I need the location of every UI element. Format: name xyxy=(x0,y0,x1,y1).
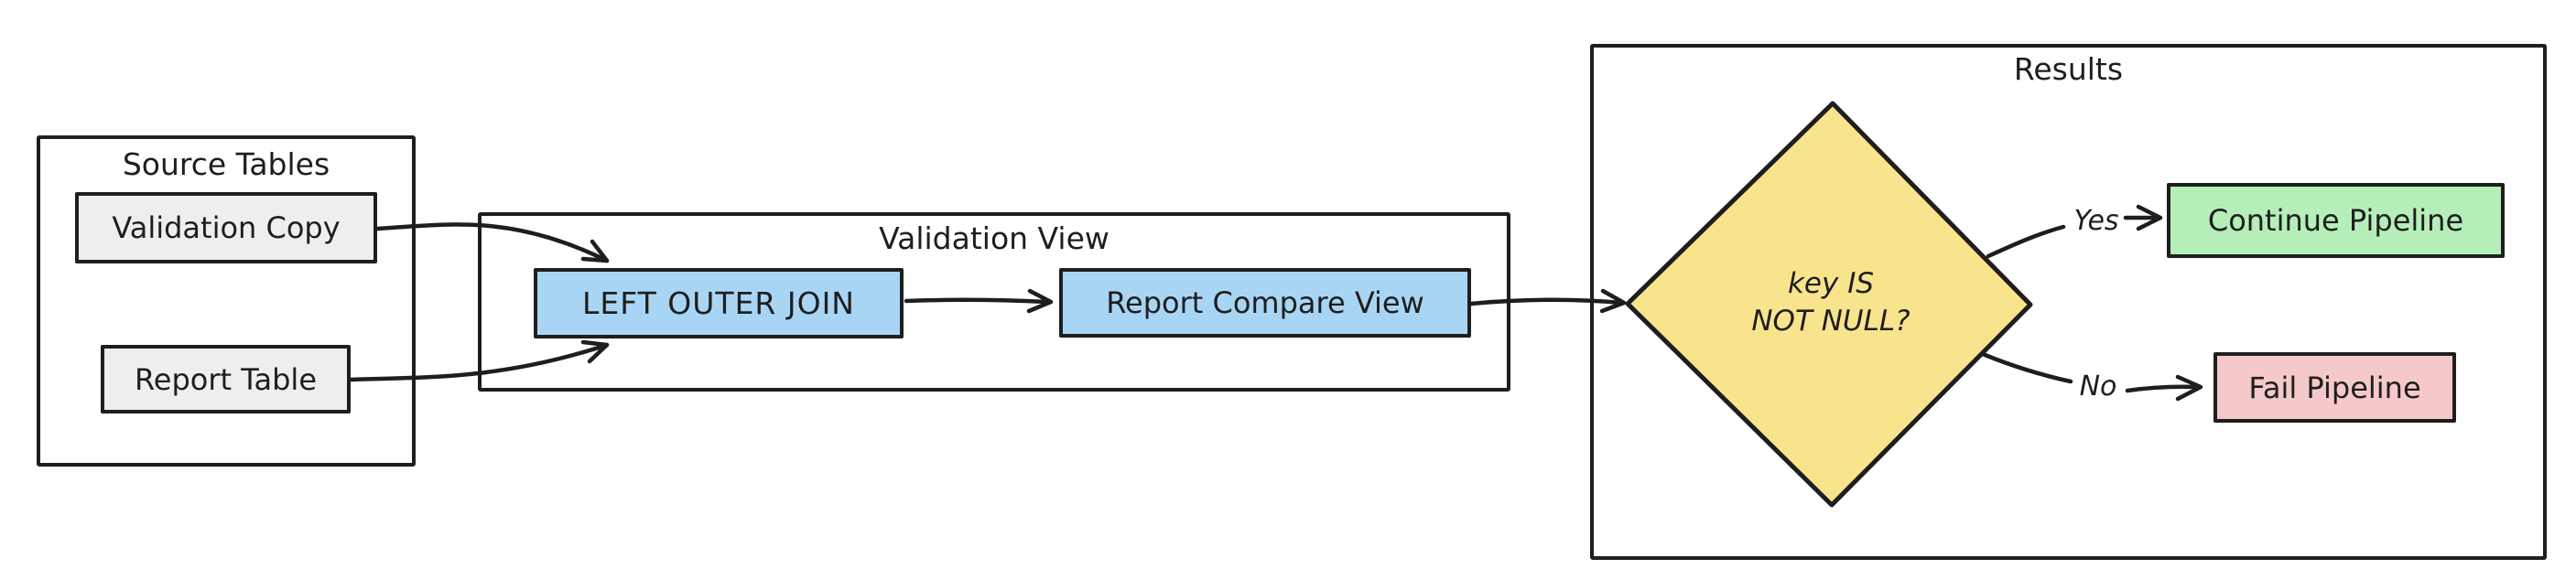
source-tables-group xyxy=(37,135,416,467)
decision-label-line2: NOT NULL? xyxy=(1751,305,1910,338)
fail-pipeline-node: Fail Pipeline xyxy=(2213,352,2456,423)
report-table-node: Report Table xyxy=(101,345,351,414)
report-compare-view-node: Report Compare View xyxy=(1059,268,1471,338)
decision-label: key IS NOT NULL? xyxy=(1694,265,1968,340)
no-branch-label: No xyxy=(2079,371,2117,403)
continue-pipeline-node: Continue Pipeline xyxy=(2167,183,2505,258)
validation-copy-node: Validation Copy xyxy=(75,192,377,263)
validation-view-group-title: Validation View xyxy=(879,220,1109,256)
decision-label-line1: key IS xyxy=(1787,267,1875,300)
source-tables-group-title: Source Tables xyxy=(122,146,330,182)
results-group-title: Results xyxy=(2013,51,2124,87)
yes-branch-label: Yes xyxy=(2073,205,2119,237)
left-outer-join-node: LEFT OUTER JOIN xyxy=(534,268,904,338)
